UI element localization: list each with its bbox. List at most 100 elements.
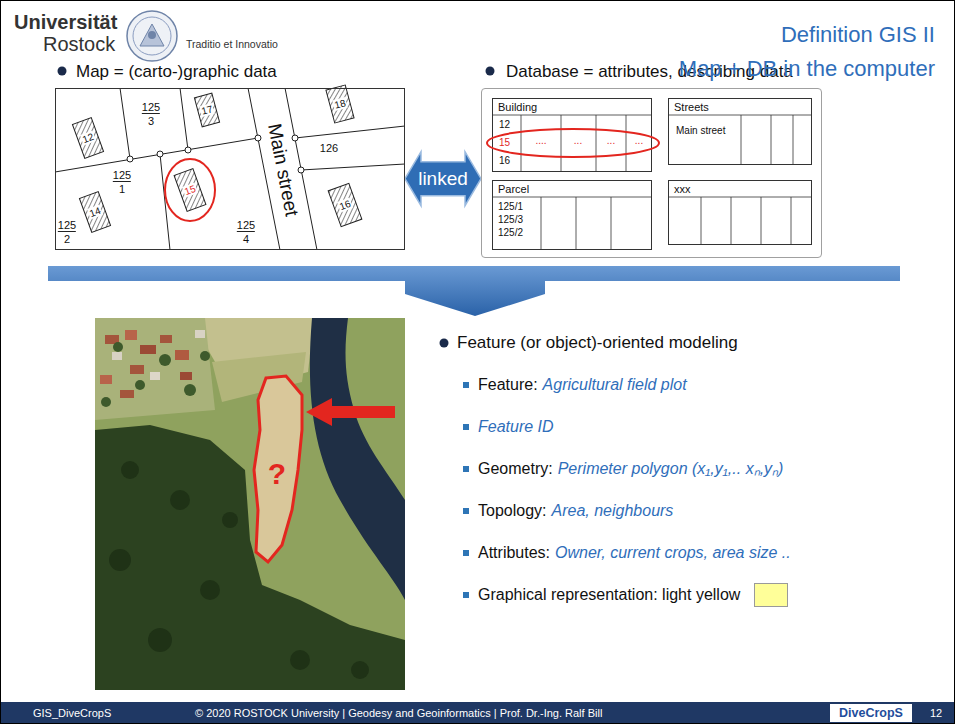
highlight-ellipse xyxy=(487,129,659,157)
sub-bullets xyxy=(463,466,469,472)
village xyxy=(125,330,137,340)
table-rule xyxy=(701,197,702,244)
attribute-value: Perimeter polygon (x₁,y₁,.. xₙ,yₙ) xyxy=(558,460,784,478)
table-rule xyxy=(793,115,794,164)
attribute-key: Attributes: xyxy=(478,544,550,562)
cadastral-map xyxy=(301,164,405,170)
project-logo: DiveCropS xyxy=(839,706,903,720)
table-cell: .... xyxy=(535,135,546,147)
table-rule xyxy=(669,197,811,198)
cadastral-map xyxy=(185,147,191,153)
building-shapes xyxy=(72,118,103,159)
sub-bullets xyxy=(463,382,469,388)
slide-title: Definition GIS II xyxy=(781,22,935,47)
logo-wordmark: Universität xyxy=(14,11,117,34)
table-cell: ... xyxy=(635,135,643,147)
bullet-heading: Map = (carto-)graphic data xyxy=(76,62,277,82)
village xyxy=(130,365,144,374)
aerial-photo xyxy=(109,461,369,679)
aerial-photo xyxy=(148,628,172,652)
parcel-number: 2 xyxy=(64,234,70,245)
building-number: 12 xyxy=(80,131,96,146)
attribute-key: Topology: xyxy=(478,502,547,520)
cadastral-map xyxy=(295,126,405,138)
bullet-dots xyxy=(486,67,495,76)
database-panel: Database = attributes, describing dataBu… xyxy=(481,88,822,258)
village xyxy=(180,372,192,380)
table-rule xyxy=(741,115,742,164)
table-name: Building xyxy=(498,101,537,114)
footer-band xyxy=(0,702,955,724)
cadastral-map xyxy=(298,167,304,173)
table-rule xyxy=(541,197,542,249)
logo-motto: Traditio et Innovatio xyxy=(186,38,278,50)
bullet-text: Feature (or object)-oriented modeling xyxy=(457,333,738,353)
page-number: 12 xyxy=(930,707,942,720)
village xyxy=(140,345,156,354)
aerial-photo xyxy=(109,549,131,571)
sub-bullets xyxy=(463,424,469,430)
aerial-photo xyxy=(200,580,220,600)
table-cell: 12 xyxy=(499,119,510,131)
table-name: Parcel xyxy=(498,183,529,196)
building-number: 17 xyxy=(199,103,215,117)
attribute-value: Feature ID xyxy=(478,418,554,436)
aerial-photo xyxy=(351,661,369,679)
table-cell: Main street xyxy=(676,125,725,137)
logo-plate xyxy=(830,704,912,722)
legend-text: Graphical representation: light yellow xyxy=(478,586,740,604)
table-rule xyxy=(731,197,732,244)
village xyxy=(113,342,123,352)
building-shapes xyxy=(174,169,206,212)
attribute-key: Geometry: xyxy=(478,460,553,478)
building-shapes xyxy=(194,93,219,127)
table-cell: ... xyxy=(607,135,615,147)
attribute-key: Feature: xyxy=(478,376,538,394)
table-rule xyxy=(596,115,597,171)
down-arrow xyxy=(48,266,900,316)
table-rule xyxy=(493,115,651,116)
table-rule xyxy=(791,197,792,244)
village xyxy=(195,330,205,338)
cadastral-map xyxy=(120,88,130,159)
sub-bullets xyxy=(463,550,469,556)
attribute-table: Building121516............. xyxy=(492,98,652,172)
parcel-number: 3 xyxy=(148,116,154,127)
university-seal xyxy=(127,11,177,61)
table-rule xyxy=(611,197,612,249)
table-rule xyxy=(771,115,772,164)
building-number: 14 xyxy=(87,205,103,220)
table-rule xyxy=(669,115,811,116)
parcel-number: 1 xyxy=(119,184,125,195)
village xyxy=(150,372,160,380)
village xyxy=(120,390,134,398)
parcel-number: 125 xyxy=(58,220,76,232)
legend-swatch xyxy=(754,583,788,607)
village xyxy=(175,350,189,360)
aerial-photo xyxy=(95,318,215,420)
table-cell: 125/2 xyxy=(498,227,523,239)
parcel-number: 125 xyxy=(113,170,131,182)
table-cell: ... xyxy=(574,135,582,147)
map-panel: Map = (carto-)graphic data xyxy=(55,88,405,250)
table-cell: 125/1 xyxy=(498,201,523,213)
logo-wordmark: Rostock xyxy=(43,33,115,56)
cadastral-map xyxy=(55,85,405,250)
sub-bullets xyxy=(463,592,469,598)
table-cell: 125/3 xyxy=(498,214,523,226)
table-rule xyxy=(626,115,627,171)
link-label: linked xyxy=(418,168,468,190)
aerial-photo xyxy=(95,318,405,690)
table-rule xyxy=(493,197,651,198)
building-shapes xyxy=(79,192,110,233)
field-plot xyxy=(254,376,302,562)
university-seal xyxy=(140,24,164,46)
village xyxy=(101,397,111,407)
parcel-number: 125 xyxy=(237,220,255,232)
aerial-photo xyxy=(170,490,190,510)
aerial-photo xyxy=(222,512,238,528)
slide-subtitle: Map + DB in the computer xyxy=(679,56,935,81)
cadastral-map xyxy=(292,135,298,141)
table-rule xyxy=(576,197,577,249)
